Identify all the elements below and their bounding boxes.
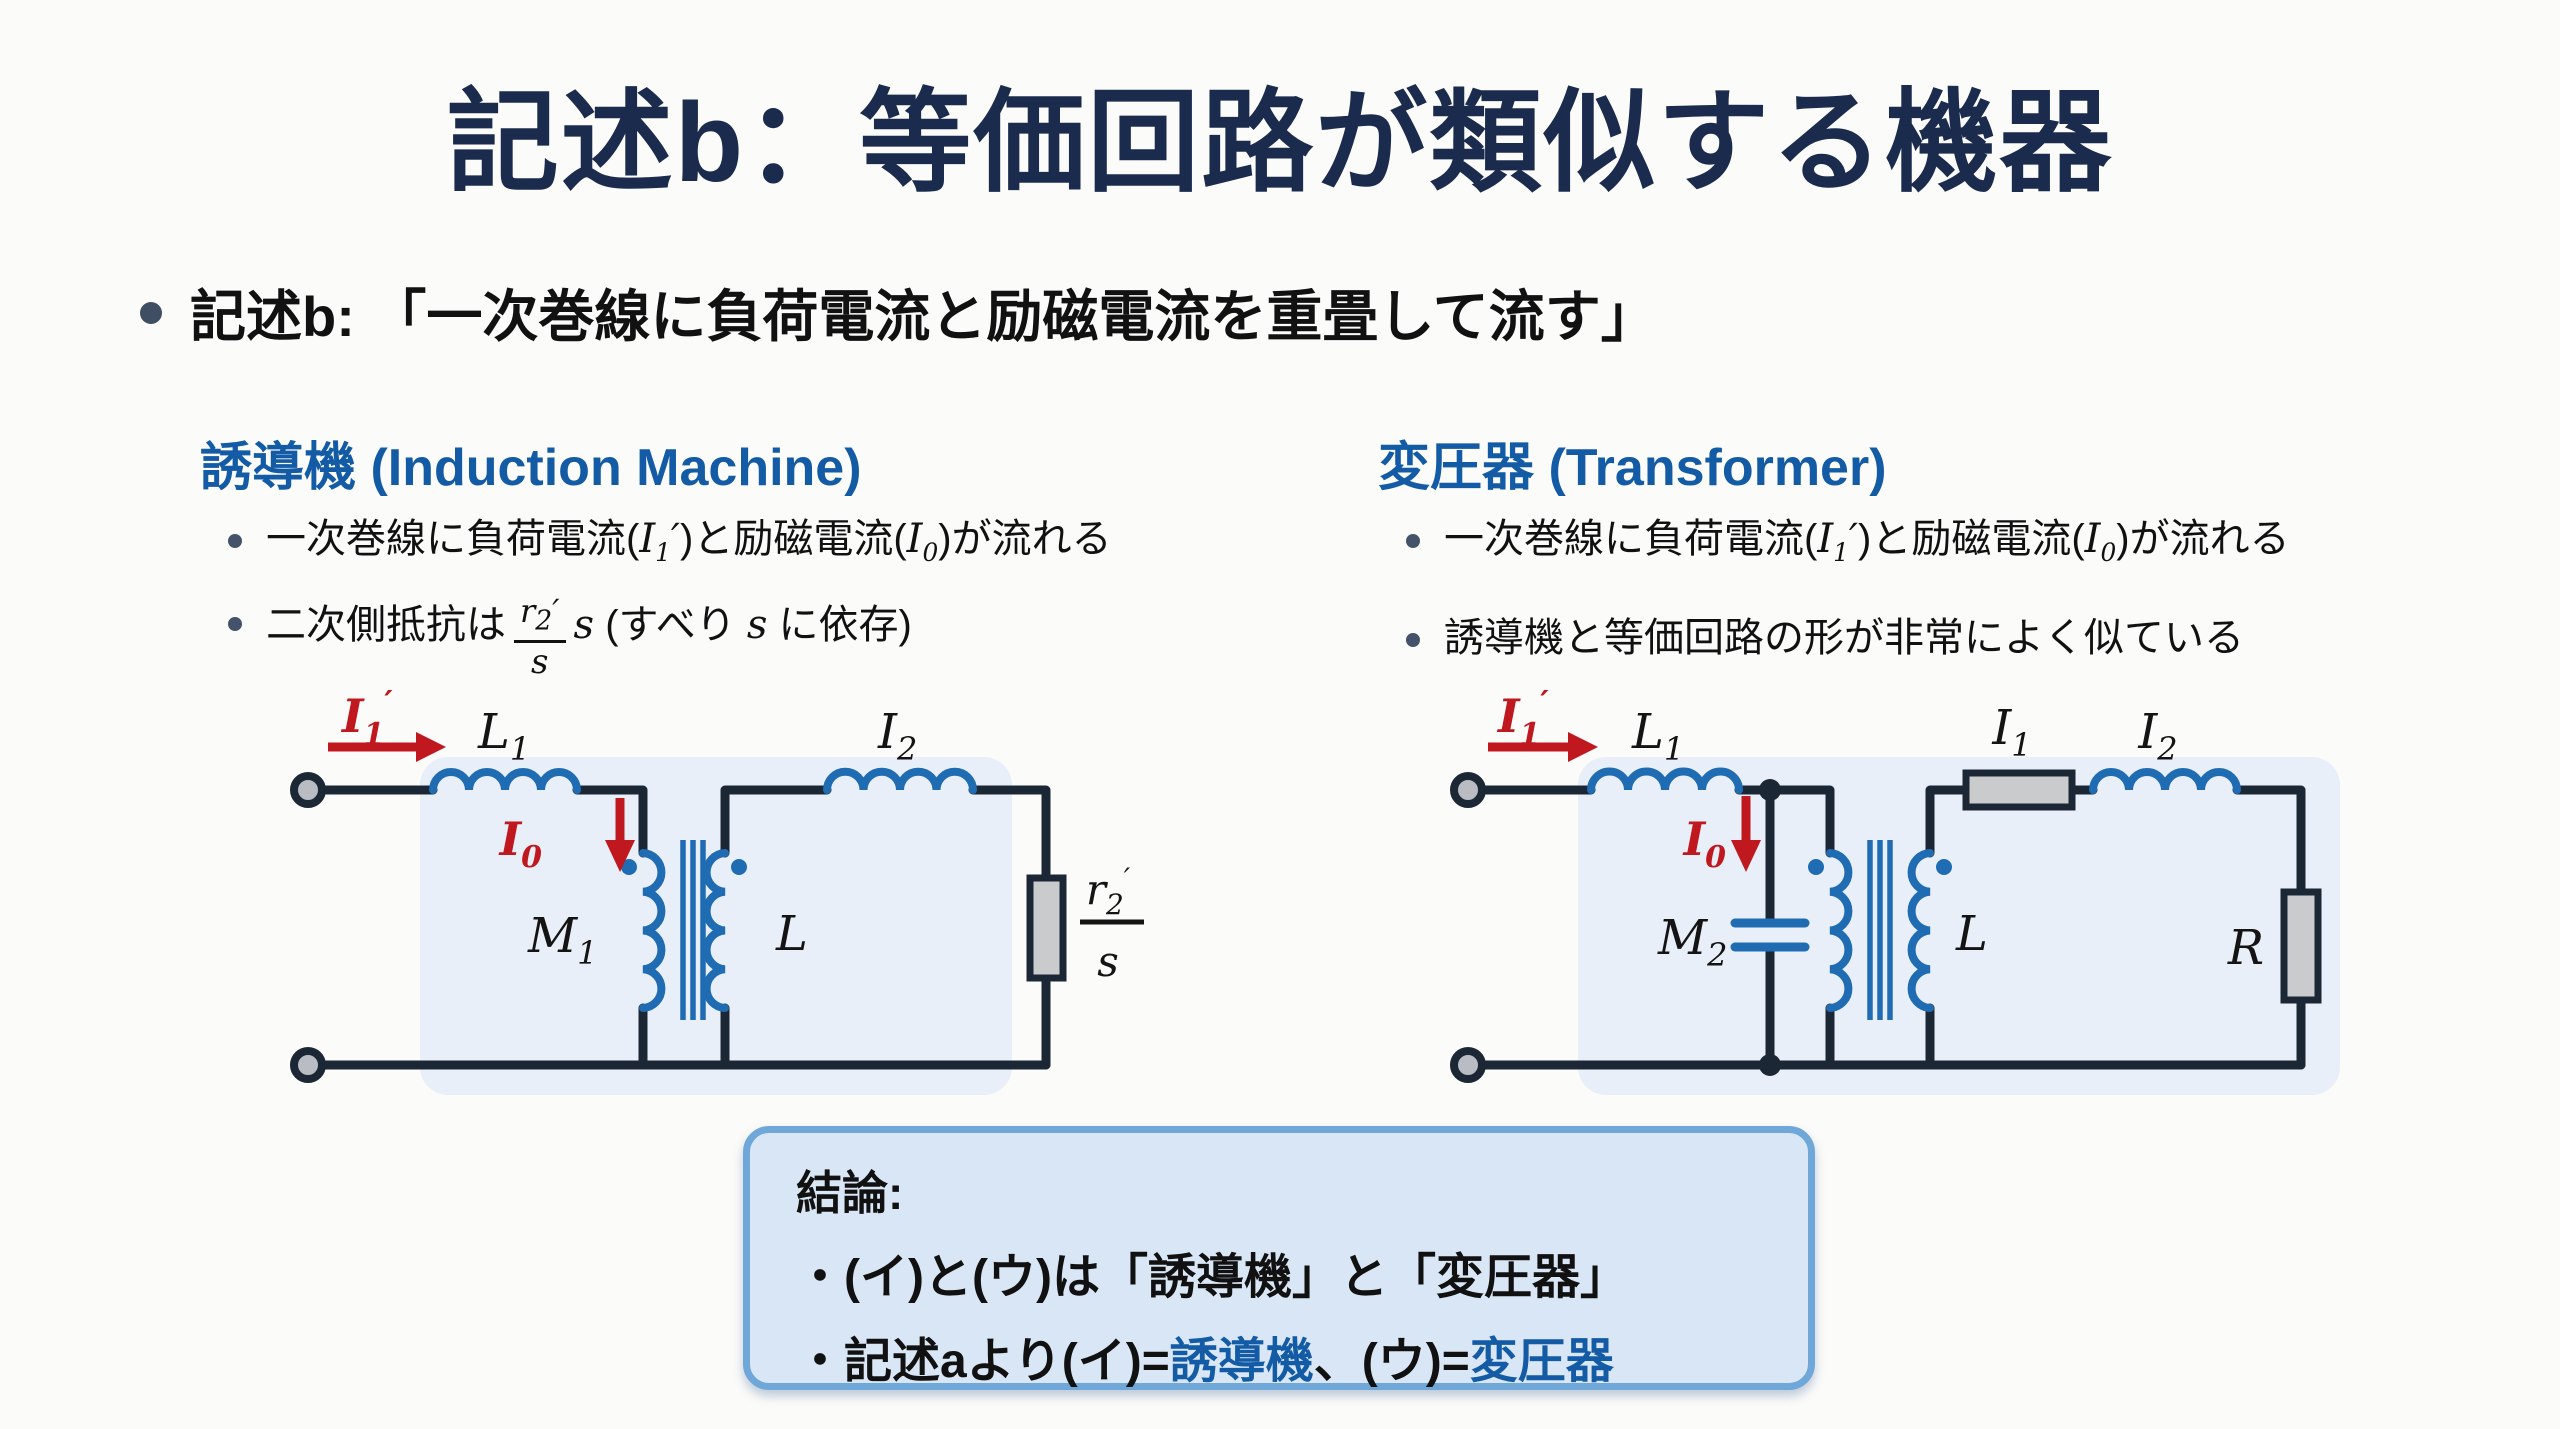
- wire: [1925, 785, 1971, 858]
- list-item: 一次巻線に負荷電流(I1′)と励磁電流(I0)が流れる: [228, 512, 1358, 569]
- wires: [1463, 785, 2306, 1070]
- wires: [303, 785, 1051, 1070]
- phase-dot-icon: [731, 859, 747, 875]
- inductor-L1-coil: [1587, 767, 1743, 794]
- conclusion-box: 結論: ・(イ)と(ウ)は「誘導機」と「変圧器」 ・記述aより(イ)=誘導機、(…: [743, 1126, 1815, 1390]
- induction-heading: 誘導機 (Induction Machine): [200, 439, 862, 497]
- main-statement: 記述b: 「一次巻線に負荷電流と励磁電流を重畳して流す」: [140, 272, 1657, 353]
- coils: [1587, 767, 2241, 1012]
- arrow-head-icon: [1568, 732, 1598, 762]
- main-statement-text: 記述b: 「一次巻線に負荷電流と励磁電流を重畳して流す」: [190, 285, 1657, 348]
- inductance-L-label: L: [1955, 906, 1988, 962]
- bullet-icon: [228, 617, 242, 632]
- current-I1-label: I1′: [1496, 690, 1549, 752]
- conclusion-line-1: ・(イ)と(ウ)は「誘導機」と「変圧器」: [796, 1251, 1628, 1304]
- transformer-secondary-winding: [1907, 849, 1934, 1012]
- transformer-secondary-winding: [702, 849, 729, 1012]
- transformer-circuit-diagram: I1′ I0 L1 M2 I1 I2 L R: [1450, 690, 2340, 1095]
- series-resistor-label: I1: [1991, 700, 2031, 764]
- inductor-I2-coil: [823, 767, 977, 794]
- terminal-icon: [290, 772, 326, 808]
- load-resistor-label: R: [2227, 920, 2264, 976]
- inductor-L1-label: L1: [477, 704, 530, 768]
- answer-induction: 誘導機: [1169, 1335, 1314, 1388]
- transformer-bullet-1: 一次巻線に負荷電流(I1′)と励磁電流(I0)が流れる: [1444, 516, 2290, 567]
- wire: [2232, 785, 2306, 897]
- inductor-I2-label: I2: [877, 704, 917, 768]
- bullet-icon: [1406, 633, 1420, 648]
- current-I1-label: I1′: [340, 690, 393, 752]
- terminal-icon: [290, 1047, 326, 1083]
- coils: [429, 767, 977, 1012]
- terminal-icon: [1450, 772, 1486, 808]
- arrow-head-icon: [1731, 840, 1761, 872]
- resistor-r2s: [1026, 874, 1067, 982]
- bullet-icon: [228, 534, 242, 548]
- inductance-L-label: L: [775, 906, 808, 962]
- inductor-L1-label: L1: [1631, 704, 1684, 768]
- inductor-L1-coil: [429, 768, 581, 794]
- answer-transformer: 変圧器: [1469, 1335, 1614, 1388]
- wire: [720, 785, 832, 858]
- transformer-bullet-2: 誘導機と等価回路の形が非常によく似ている: [1444, 616, 2244, 661]
- list-item: 一次巻線に負荷電流(I1′)と励磁電流(I0)が流れる: [1406, 512, 2546, 569]
- current-I0-label: I0: [1682, 812, 1727, 875]
- series-resistor: [1962, 769, 2076, 811]
- inductor-I2-coil: [2089, 768, 2241, 794]
- arrow-head-icon: [605, 840, 635, 872]
- transformer-primary-winding: [639, 849, 666, 1012]
- junction-dot-icon: [1759, 1054, 1781, 1076]
- phase-dot-icon: [1808, 859, 1824, 875]
- inductor-I2-label: I2: [2137, 704, 2177, 768]
- resistor-fraction-numerator: r2′: [1086, 862, 1131, 921]
- page-title: 記述b：等価回路が類似する機器: [446, 80, 2114, 205]
- transformer-bullets: 一次巻線に負荷電流(I1′)と励磁電流(I0)が流れる 誘導機と等価回路の形が非…: [1406, 512, 2546, 665]
- bullet-icon: [1406, 534, 1420, 548]
- induction-bullet-1: 一次巻線に負荷電流(I1′)と励磁電流(I0)が流れる: [266, 516, 1112, 567]
- conclusion-heading: 結論:: [796, 1167, 904, 1219]
- list-item: 誘導機と等価回路の形が非常によく似ている: [1406, 611, 2546, 665]
- mutual-M2-label: M2: [1657, 910, 1728, 974]
- load-resistor-R: [2280, 888, 2322, 1004]
- resistor-fraction-denominator: s: [1097, 937, 1119, 986]
- capacitor-M2: [1730, 918, 1810, 952]
- transformer-core: [1867, 840, 1893, 1020]
- transformer-core: [680, 840, 706, 1020]
- bullet-icon: [140, 301, 162, 324]
- mutual-M1-label: M1: [527, 908, 598, 972]
- transformer-heading: 変圧器 (Transformer): [1378, 439, 1887, 497]
- wire: [572, 785, 648, 858]
- phase-dot-icon: [1936, 859, 1952, 875]
- fraction: r2′s: [514, 595, 566, 679]
- terminal-icon: [1450, 1047, 1486, 1083]
- conclusion-line-2: ・記述aより(イ)=誘導機、(ウ)=変圧器: [796, 1335, 1614, 1388]
- junction-dot-icon: [1759, 779, 1781, 801]
- transformer-primary-winding: [1826, 849, 1853, 1012]
- phase-dot-icon: [621, 859, 637, 875]
- arrow-head-icon: [416, 732, 446, 762]
- wire: [968, 785, 1051, 883]
- current-I0-label: I0: [498, 812, 543, 875]
- induction-circuit-diagram: I1′ I0 L1 I2 M1 L r2′ s: [290, 690, 1144, 1095]
